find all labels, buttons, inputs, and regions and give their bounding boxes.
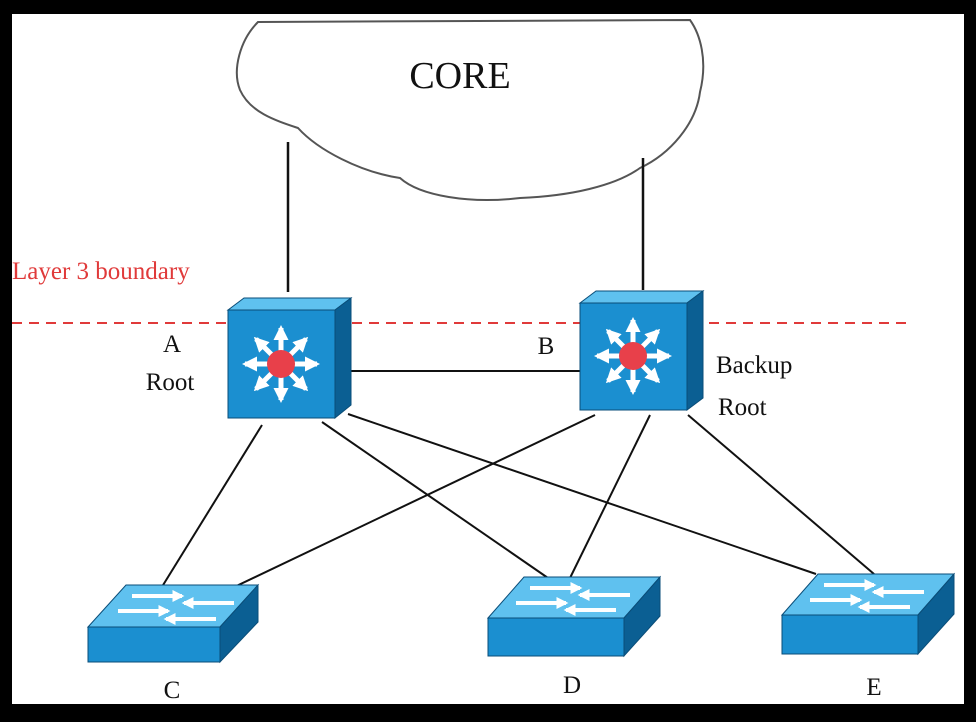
switch-a-letter: A bbox=[163, 331, 181, 358]
switch-d-letter: D bbox=[563, 672, 581, 699]
layer3-boundary-label: Layer 3 boundary bbox=[12, 258, 190, 285]
switch-a-router-switch-icon bbox=[226, 297, 353, 420]
switch-b-router-switch-icon bbox=[578, 290, 705, 411]
cloud-label: CORE bbox=[409, 55, 510, 97]
link-a-c bbox=[159, 424, 263, 591]
core-cloud-icon: CORE bbox=[235, 18, 705, 201]
switch-d-workgroup-switch-icon bbox=[486, 575, 662, 658]
switch-c-workgroup-switch-icon bbox=[86, 583, 260, 664]
links bbox=[159, 370, 875, 591]
switch-b-role-line1: Backup bbox=[716, 352, 792, 379]
link-b-d bbox=[569, 414, 651, 579]
switch-a-role: Root bbox=[146, 369, 195, 396]
link-a-e bbox=[347, 413, 817, 575]
switch-b-letter: B bbox=[538, 333, 555, 360]
link-a-d bbox=[321, 421, 549, 579]
switch-e-letter: E bbox=[866, 674, 881, 701]
link-b-e bbox=[687, 414, 875, 575]
switch-c-letter: C bbox=[164, 677, 181, 704]
switch-b-role-line2: Root bbox=[718, 394, 767, 421]
link-b-c bbox=[227, 414, 596, 591]
switch-e-workgroup-switch-icon bbox=[780, 572, 956, 656]
